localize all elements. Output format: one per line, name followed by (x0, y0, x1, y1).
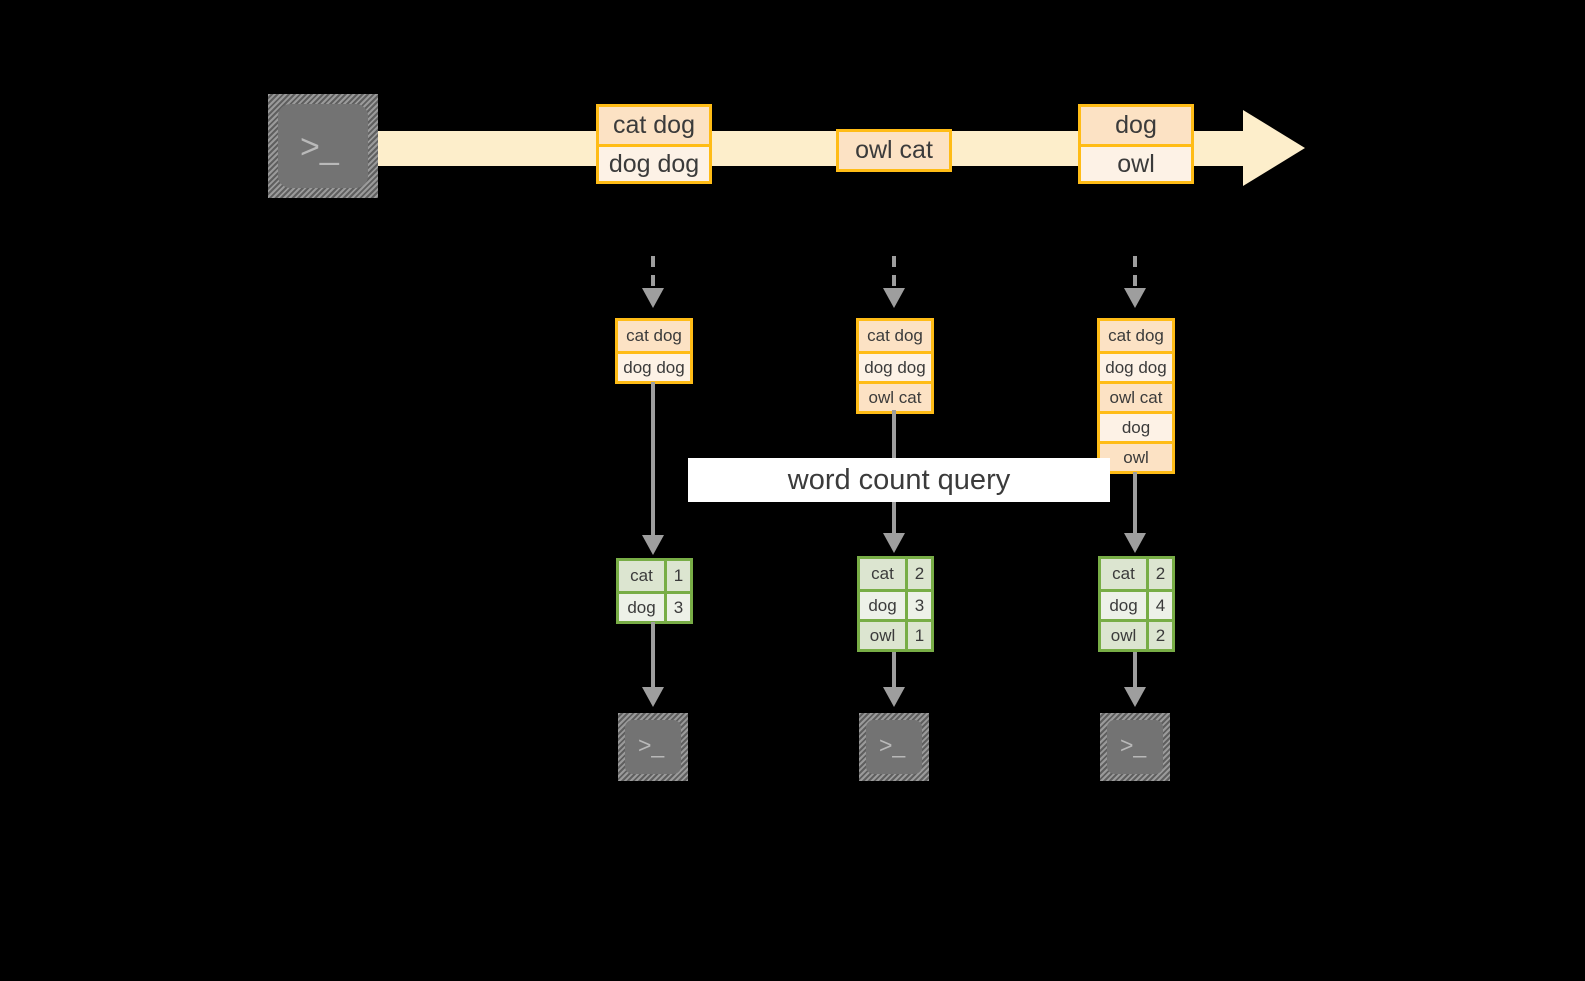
terminal-prompt: >_ (1120, 732, 1147, 758)
stage-1-process-arrow-icon (642, 535, 664, 555)
result-word: cat (1101, 559, 1147, 589)
timeline-event-line: dog (1081, 107, 1191, 144)
stage-1-sink-terminal-icon: >_ (618, 713, 688, 781)
input-row: dog dog (859, 351, 931, 381)
result-count: 1 (664, 561, 690, 591)
terminal-prompt: >_ (300, 128, 339, 166)
stage-3-input-arrow-shaft (1133, 256, 1137, 294)
stage-3-input-table: cat dog dog dog owl cat dog owl (1097, 318, 1175, 474)
timeline-event-line: dog dog (599, 144, 709, 181)
stage-2-output-arrow-shaft (892, 652, 896, 690)
terminal-screen: >_ (1107, 720, 1163, 774)
result-count: 1 (905, 622, 931, 649)
stage-2-input-arrow-shaft (892, 256, 896, 294)
result-count: 2 (1146, 559, 1172, 589)
result-word: cat (860, 559, 906, 589)
terminal-screen: >_ (278, 104, 368, 188)
stage-3-output-arrow-shaft (1133, 652, 1137, 690)
stage-3-input-arrow-icon (1124, 288, 1146, 308)
timeline-event-2: owl cat (836, 129, 952, 172)
input-row: cat dog (859, 321, 931, 351)
stage-1-process-arrow-shaft (651, 382, 655, 538)
terminal-screen: >_ (625, 720, 681, 774)
result-word: owl (1101, 622, 1147, 649)
timeline-event-line: owl (1081, 144, 1191, 181)
timeline-event-3: dog owl (1078, 104, 1194, 184)
terminal-screen: >_ (866, 720, 922, 774)
stage-2-output-arrow-icon (883, 687, 905, 707)
stage-2-sink-terminal-icon: >_ (859, 713, 929, 781)
input-row: cat dog (1100, 321, 1172, 351)
result-row: owl 2 (1101, 619, 1172, 649)
query-label: word count query (688, 458, 1110, 502)
input-row: dog (1100, 411, 1172, 441)
result-row: dog 3 (619, 591, 690, 621)
result-word: owl (860, 622, 906, 649)
stage-2-input-arrow-icon (883, 288, 905, 308)
stage-3-process-arrow-shaft (1133, 472, 1137, 536)
result-count: 2 (1146, 622, 1172, 649)
result-row: cat 1 (619, 561, 690, 591)
stage-3-output-arrow-icon (1124, 687, 1146, 707)
input-row: dog dog (618, 351, 690, 381)
stage-3-process-arrow-icon (1124, 533, 1146, 553)
timeline-event-line: cat dog (599, 107, 709, 144)
stage-2-input-table: cat dog dog dog owl cat (856, 318, 934, 414)
result-row: cat 2 (860, 559, 931, 589)
stage-1-input-arrow-shaft (651, 256, 655, 294)
terminal-prompt: >_ (638, 732, 665, 758)
result-count: 3 (664, 594, 690, 621)
result-row: dog 4 (1101, 589, 1172, 619)
input-row: owl cat (1100, 381, 1172, 411)
stage-2-process-arrow-icon (883, 533, 905, 553)
input-row: dog dog (1100, 351, 1172, 381)
result-count: 4 (1146, 592, 1172, 619)
stage-1-output-arrow-shaft (651, 622, 655, 690)
stage-3-sink-terminal-icon: >_ (1100, 713, 1170, 781)
timeline-arrow-icon (1243, 110, 1305, 186)
result-row: cat 2 (1101, 559, 1172, 589)
stage-1-result-table: cat 1 dog 3 (616, 558, 693, 624)
source-terminal-icon: >_ (268, 94, 378, 198)
stage-3-result-table: cat 2 dog 4 owl 2 (1098, 556, 1175, 652)
timeline-event-line: owl cat (839, 132, 949, 169)
result-word: cat (619, 561, 665, 591)
result-word: dog (619, 594, 665, 621)
result-row: owl 1 (860, 619, 931, 649)
input-row: owl (1100, 441, 1172, 471)
stage-1-output-arrow-icon (642, 687, 664, 707)
timeline-event-1: cat dog dog dog (596, 104, 712, 184)
stage-2-result-table: cat 2 dog 3 owl 1 (857, 556, 934, 652)
result-row: dog 3 (860, 589, 931, 619)
input-row: cat dog (618, 321, 690, 351)
result-word: dog (1101, 592, 1147, 619)
input-row: owl cat (859, 381, 931, 411)
result-word: dog (860, 592, 906, 619)
result-count: 3 (905, 592, 931, 619)
terminal-prompt: >_ (879, 732, 906, 758)
stage-1-input-arrow-icon (642, 288, 664, 308)
stage-1-input-table: cat dog dog dog (615, 318, 693, 384)
result-count: 2 (905, 559, 931, 589)
